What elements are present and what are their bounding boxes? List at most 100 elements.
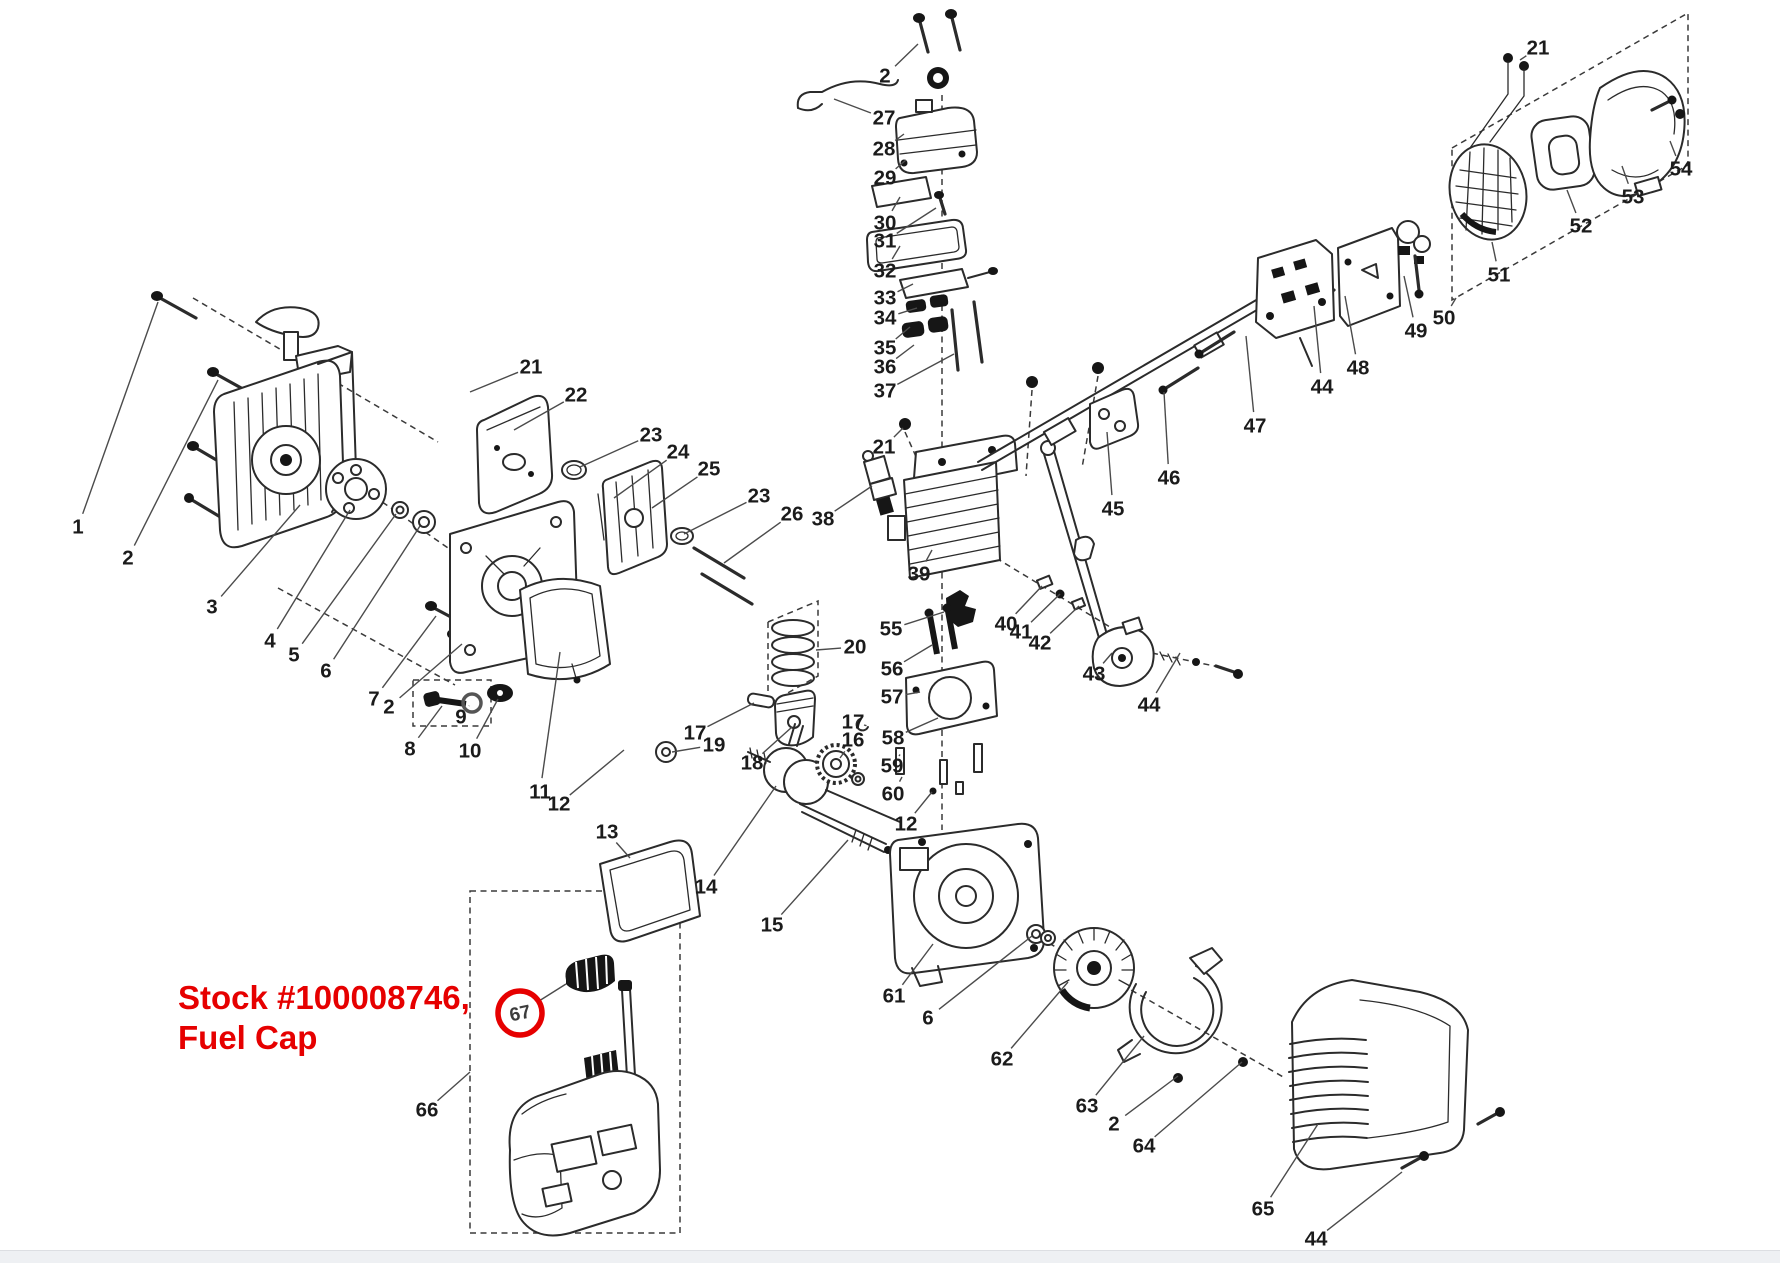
muffler-cover-drawing [598,461,752,604]
callout-leader [904,645,932,662]
stock-annotation: Stock #100008746, Fuel Cap [178,978,470,1058]
part-callout: 19 [703,734,726,757]
fan-grid-drawing [1441,137,1535,247]
part-callout: 55 [880,618,903,641]
part-callout: 8 [404,738,415,761]
throttle-rod-drawing [1037,441,1110,648]
part-callout: 37 [874,380,897,403]
part-callout: 24 [667,441,690,464]
spark-plug-drawing [863,451,896,516]
callout-leader [1327,1172,1402,1230]
part-callout: 22 [565,384,588,407]
part-callout: 54 [1670,158,1693,181]
part-callout: 53 [1622,186,1645,209]
highlighted-part-callout: 67 [508,1002,533,1027]
crankcase-cover-drawing [520,579,610,684]
part-callout: 39 [908,563,931,586]
stock-annotation-line2: Fuel Cap [178,1018,470,1058]
part-callout: 13 [596,821,619,844]
clutch-shoe-drawing [1093,618,1243,686]
part-callout: 50 [1433,307,1456,330]
part-callout: 2 [122,547,133,570]
callout-leader [895,44,918,66]
callout-leader [382,616,436,688]
callout-leader [915,792,932,813]
part-callout: 23 [640,424,663,447]
page-footer-bar [0,1250,1780,1263]
part-callout: 31 [874,230,897,253]
starter-screws-21-drawing [1470,53,1529,148]
callout-leader [781,840,848,915]
part-callout: 61 [883,985,906,1008]
crankcase-gasket-drawing [600,841,700,942]
fuel-tank-drawing [510,980,660,1235]
callout-leader [1520,56,1526,60]
engine-cover-drawing [1289,980,1505,1169]
part-callout: 12 [895,813,918,836]
part-callout: 2 [879,65,890,88]
part-callout: 21 [873,436,896,459]
piston-rings-drawing [772,620,814,686]
part-callout: 65 [1252,1198,1275,1221]
starter-foam-drawing [1529,114,1596,191]
part-callout: 25 [698,458,721,481]
callout-leader [724,522,781,563]
part-callout: 66 [416,1099,439,1122]
part-callout: 34 [874,307,897,330]
part-callout: 12 [548,793,571,816]
callout-leader [616,842,630,858]
part-callout: 42 [1029,632,1052,655]
part-callout: 1 [72,516,83,539]
part-callout: 6 [922,1007,933,1030]
part-callout: 44 [1311,376,1334,399]
part-callout: 15 [761,914,784,937]
part-callout: 47 [1244,415,1267,438]
part-callout: 32 [874,260,897,283]
callout-leader [1492,242,1496,261]
flywheel-drawing [1041,928,1134,1008]
part-callout: 17 [842,711,865,734]
part-callout: 58 [882,727,905,750]
callout-leader [834,99,871,113]
part-callout: 29 [874,167,897,190]
part-callout: 28 [873,138,896,161]
fan-cover-ring-drawing [1118,948,1248,1083]
part-callout: 63 [1076,1095,1099,1118]
part-callout: 23 [748,485,771,508]
callout-leader [83,302,158,514]
part-callout: 44 [1138,694,1161,717]
highlight-leader [539,984,566,1001]
part-callout: 48 [1347,357,1370,380]
part-callout: 14 [695,876,718,899]
callout-leader [134,380,218,546]
callout-leader [707,703,754,727]
callout-leader [900,777,902,782]
choke-key-and-oring-drawing [423,684,513,712]
part-callout: 64 [1133,1135,1156,1158]
callout-leader [334,526,420,659]
callout-leader [437,1072,470,1101]
callout-leader [1164,392,1168,464]
oiler-pump-drawing [1397,221,1430,299]
callout-leader [714,786,776,875]
part-callout: 7 [368,688,379,711]
part-callout: 6 [320,660,331,683]
callout-leader [570,750,624,795]
callout-leader [418,706,442,738]
callout-leader [470,372,518,392]
callout-leader [302,514,396,644]
part-callout: 60 [882,783,905,806]
callout-leader [1404,276,1413,317]
part-callout: 4 [264,630,276,653]
callout-leader [816,648,841,650]
part-callout: 62 [991,1048,1014,1071]
part-callout: 2 [1108,1113,1119,1136]
callout-leader [1096,1036,1144,1095]
part-callout: 51 [1488,264,1511,287]
callout-leader [904,612,944,625]
part-callout: 52 [1570,215,1593,238]
part-callout: 49 [1405,320,1428,343]
muffler-drawing [477,396,586,513]
ignition-coil-drawing [1256,240,1334,366]
stock-annotation-line1: Stock #100008746, [178,978,470,1018]
